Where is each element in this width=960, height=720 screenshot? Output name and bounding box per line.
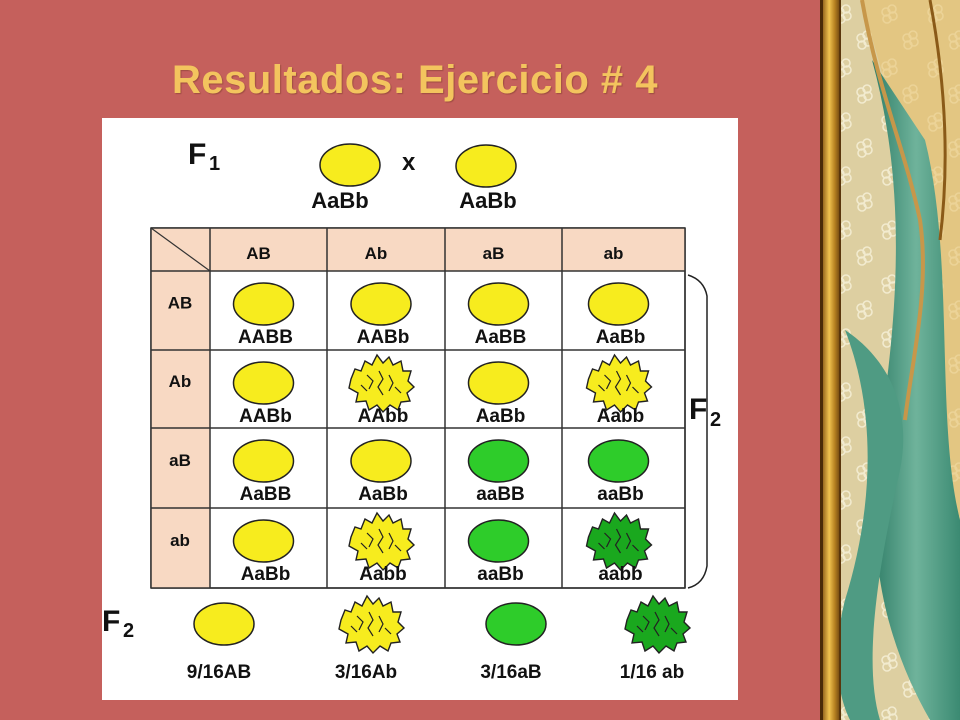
phenotype-ratios: 9/16AB 3/16Ab 3/16aB 1/16 ab bbox=[187, 595, 691, 683]
punnett-cell: AAbb bbox=[348, 354, 415, 427]
punnett-cell: AaBb bbox=[232, 519, 295, 585]
ratio-item: 3/16Ab bbox=[335, 595, 405, 683]
svg-text:F: F bbox=[102, 605, 120, 638]
parent-right-genotype: AaBb bbox=[459, 188, 516, 213]
f2-bracket bbox=[687, 274, 708, 589]
svg-text:1: 1 bbox=[209, 153, 220, 175]
parent-right-pea bbox=[455, 144, 517, 188]
ratio-label: 3/16Ab bbox=[335, 662, 397, 683]
column-gamete-header: ab bbox=[604, 244, 624, 263]
svg-text:2: 2 bbox=[710, 409, 721, 431]
row-gamete-header: AB bbox=[168, 294, 193, 313]
parent-left-pea bbox=[319, 143, 381, 187]
punnett-cell: Aabb bbox=[585, 354, 653, 427]
punnett-cell: AaBb bbox=[350, 439, 412, 505]
offspring-pea bbox=[587, 439, 650, 483]
ratio-label: 3/16aB bbox=[480, 662, 541, 683]
offspring-pea bbox=[585, 354, 653, 413]
ratio-pea bbox=[338, 595, 405, 654]
corner-diagonal bbox=[150, 227, 211, 272]
offspring-genotype: aabb bbox=[598, 564, 642, 585]
slide-title: Resultados: Ejercicio # 4 bbox=[171, 58, 658, 102]
punnett-cell: AABb bbox=[350, 282, 412, 348]
punnett-cell: aaBb bbox=[467, 519, 530, 585]
offspring-genotype: AABb bbox=[239, 406, 292, 427]
offspring-genotype: aaBB bbox=[476, 484, 525, 505]
f2-ratio-label: F 2 bbox=[102, 605, 134, 642]
cross-symbol: x bbox=[402, 149, 416, 176]
row-gamete-header: Ab bbox=[169, 372, 192, 391]
svg-text:F: F bbox=[188, 138, 206, 171]
offspring-genotype: AaBB bbox=[240, 484, 292, 505]
column-gamete-header: aB bbox=[483, 244, 505, 263]
punnett-cell: AaBB bbox=[467, 282, 530, 348]
punnett-cell: aaBB bbox=[467, 439, 530, 505]
offspring-pea bbox=[350, 282, 412, 326]
parent-left-genotype: AaBb bbox=[311, 188, 368, 213]
ratio-pea bbox=[624, 595, 691, 654]
genetics-figure-panel: F 1 x AaBb AaBb AB Ab aB ab AB Ab aB ab AABB AA… bbox=[102, 118, 738, 700]
punnett-cell: AaBb bbox=[587, 282, 650, 348]
offspring-genotype: AaBb bbox=[596, 327, 646, 348]
row-gamete-header: aB bbox=[169, 451, 191, 470]
offspring-genotype: AaBb bbox=[476, 406, 526, 427]
punnett-cell: AABb bbox=[232, 361, 295, 427]
ratio-pea bbox=[485, 602, 547, 646]
ratio-item: 3/16aB bbox=[480, 602, 547, 683]
f2-bracket-label: F 2 bbox=[689, 393, 721, 431]
dihybrid-cross-diagram: F 1 x AaBb AaBb AB Ab aB ab AB Ab aB ab AABB AA… bbox=[102, 138, 721, 683]
ratio-label: 9/16AB bbox=[187, 662, 251, 683]
punnett-cell: aaBb bbox=[587, 439, 650, 505]
column-gamete-header: AB bbox=[246, 244, 271, 263]
offspring-pea bbox=[585, 512, 653, 571]
offspring-pea bbox=[467, 361, 530, 405]
column-gamete-header: Ab bbox=[365, 244, 388, 263]
offspring-pea bbox=[232, 439, 295, 483]
ratio-pea bbox=[193, 602, 255, 646]
punnett-cell: aabb bbox=[585, 512, 653, 585]
offspring-genotype: AABb bbox=[357, 327, 410, 348]
punnett-cell: AABB bbox=[232, 282, 295, 348]
ratio-item: 1/16 ab bbox=[620, 595, 691, 683]
offspring-pea bbox=[348, 512, 415, 571]
f1-label: F 1 bbox=[188, 138, 220, 175]
offspring-genotype: aaBb bbox=[477, 564, 523, 585]
punnett-cell: Aabb bbox=[348, 512, 415, 585]
punnett-cell: AaBb bbox=[467, 361, 530, 427]
offspring-genotype: AaBb bbox=[241, 564, 291, 585]
svg-text:2: 2 bbox=[123, 620, 134, 642]
offspring-pea bbox=[350, 439, 412, 483]
ratio-item: 9/16AB bbox=[187, 602, 255, 683]
offspring-pea bbox=[467, 439, 530, 483]
offspring-genotype: AABB bbox=[238, 327, 293, 348]
offspring-pea bbox=[232, 519, 295, 563]
offspring-genotype: AaBB bbox=[475, 327, 527, 348]
punnett-cell: AaBB bbox=[232, 439, 295, 505]
offspring-genotype: AaBb bbox=[358, 484, 408, 505]
offspring-pea bbox=[232, 282, 295, 326]
offspring-pea bbox=[232, 361, 295, 405]
offspring-pea bbox=[587, 282, 650, 326]
offspring-genotype: Aabb bbox=[597, 406, 645, 427]
offspring-genotype: aaBb bbox=[597, 484, 643, 505]
ratio-label: 1/16 ab bbox=[620, 662, 684, 683]
offspring-pea bbox=[348, 354, 415, 413]
offspring-pea bbox=[467, 282, 530, 326]
offspring-genotype: AAbb bbox=[358, 406, 409, 427]
offspring-genotype: Aabb bbox=[359, 564, 407, 585]
row-gamete-header: ab bbox=[170, 531, 190, 550]
offspring-pea bbox=[467, 519, 530, 563]
svg-text:F: F bbox=[689, 393, 707, 426]
